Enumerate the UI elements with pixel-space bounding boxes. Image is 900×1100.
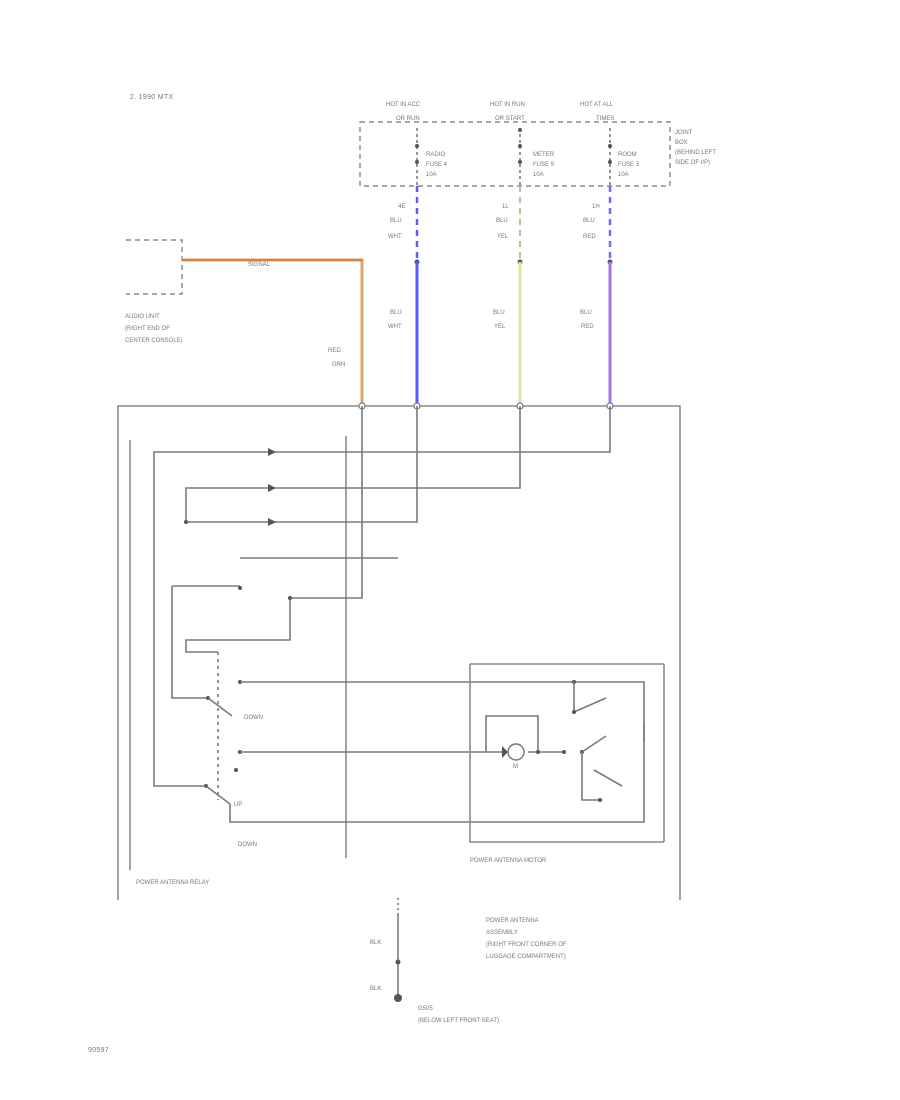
audio-unit-box: [126, 239, 183, 295]
svg-text:BLU: BLU: [390, 218, 402, 224]
switch-label-down-bottom: DOWN: [238, 842, 257, 848]
wire-label-top-1: BLU WHT: [388, 218, 402, 240]
svg-text:FUSE 9: FUSE 9: [533, 162, 555, 168]
svg-text:CENTER CONSOLE): CENTER CONSOLE): [125, 338, 183, 344]
svg-text:FUSE 4: FUSE 4: [426, 162, 448, 168]
svg-text:HOT AT ALL: HOT AT ALL: [580, 102, 614, 108]
svg-text:BLU: BLU: [583, 218, 595, 224]
assembly-label: POWER ANTENNA ASSEMBLY (RIGHT FRONT CORN…: [486, 918, 567, 960]
svg-text:WHT: WHT: [388, 324, 402, 330]
svg-text:BLU: BLU: [580, 310, 592, 316]
svg-text:RED: RED: [328, 348, 341, 354]
svg-text:RADIO: RADIO: [426, 152, 445, 158]
terminal-1h: 1H: [592, 204, 600, 210]
svg-text:JOINT: JOINT: [675, 130, 693, 136]
diagram-title: 2. 1990 MTX: [130, 94, 173, 101]
diagram-code: 90597: [88, 1047, 109, 1054]
wire-signal: [182, 258, 364, 405]
wire-label-bottom-2: BLU YEL: [493, 310, 506, 330]
svg-text:(BELOW LEFT FRONT SEAT): (BELOW LEFT FRONT SEAT): [418, 1018, 499, 1024]
svg-text:TIMES: TIMES: [596, 116, 614, 122]
ground-label: G505 (BELOW LEFT FRONT SEAT): [418, 1006, 499, 1024]
svg-text:RED: RED: [583, 234, 596, 240]
switch-label-down: DOWN: [244, 715, 263, 721]
wire-label-top-3: BLU RED: [583, 218, 596, 240]
svg-text:HOT IN ACC: HOT IN ACC: [386, 102, 421, 108]
switch-label-up: UP: [234, 802, 242, 808]
svg-text:(RIGHT END OF: (RIGHT END OF: [125, 326, 170, 332]
motor-internal: M: [485, 680, 645, 802]
svg-text:LUGGAGE COMPARTMENT): LUGGAGE COMPARTMENT): [486, 954, 566, 960]
relay-label: POWER ANTENNA RELAY: [136, 880, 209, 886]
svg-text:10A: 10A: [426, 172, 437, 178]
relay-internal-wiring: [153, 406, 645, 823]
svg-text:YEL: YEL: [494, 324, 506, 330]
svg-text:ROOM: ROOM: [618, 152, 637, 158]
svg-text:RED: RED: [581, 324, 594, 330]
fuse-room: ROOM FUSE 3 10A: [608, 128, 640, 186]
fuse-header-3: HOT AT ALL TIMES: [580, 102, 614, 122]
svg-text:10A: 10A: [533, 172, 544, 178]
fuse-block-label: JOINT BOX (BEHIND LEFT SIDE OF I/P): [675, 130, 716, 166]
svg-text:BOX: BOX: [675, 140, 688, 146]
svg-text:METER: METER: [533, 152, 555, 158]
antenna-assembly-box: [117, 405, 681, 900]
svg-text:(BEHIND LEFT: (BEHIND LEFT: [675, 150, 716, 156]
svg-text:GRN: GRN: [332, 362, 345, 368]
wire-label-top-2: BLU YEL: [496, 218, 509, 240]
wire-label-bottom-3: BLU RED: [580, 310, 594, 330]
svg-text:FUSE 3: FUSE 3: [618, 162, 640, 168]
terminal-1l: 1L: [502, 204, 509, 210]
fuse-header-2: HOT IN RUN OR START: [490, 102, 525, 122]
svg-text:YEL: YEL: [497, 234, 509, 240]
svg-text:BLU: BLU: [390, 310, 402, 316]
fuse-radio: RADIO FUSE 4 10A: [415, 128, 448, 186]
fuse-header-1: HOT IN ACC OR RUN: [386, 102, 421, 122]
red-grn-label: RED GRN: [328, 348, 345, 368]
svg-text:SIDE OF I/P): SIDE OF I/P): [675, 160, 710, 166]
motor-symbol: M: [513, 764, 518, 770]
ground-wire-label-1: BLK: [370, 940, 381, 946]
svg-text:G505: G505: [418, 1006, 433, 1012]
svg-text:OR START: OR START: [495, 116, 525, 122]
svg-text:WHT: WHT: [388, 234, 402, 240]
svg-text:BLU: BLU: [493, 310, 505, 316]
motor-label: POWER ANTENNA MOTOR: [470, 858, 547, 864]
svg-text:10A: 10A: [618, 172, 629, 178]
svg-text:(RIGHT FRONT CORNER OF: (RIGHT FRONT CORNER OF: [486, 942, 567, 948]
svg-text:AUDIO UNIT: AUDIO UNIT: [125, 314, 160, 320]
svg-text:OR RUN: OR RUN: [396, 116, 420, 122]
terminal-4e: 4E: [398, 204, 405, 210]
svg-text:ASSEMBLY: ASSEMBLY: [486, 930, 518, 936]
signal-label: SIGNAL: [248, 262, 271, 268]
svg-text:HOT IN RUN: HOT IN RUN: [490, 102, 525, 108]
motor-box: [469, 663, 665, 843]
fuse-meter: METER FUSE 9 10A: [518, 128, 555, 186]
svg-text:POWER ANTENNA: POWER ANTENNA: [486, 918, 539, 924]
svg-text:BLU: BLU: [496, 218, 508, 224]
audio-unit-label: AUDIO UNIT (RIGHT END OF CENTER CONSOLE): [125, 314, 183, 344]
ground-wire: [394, 898, 402, 1002]
fuse-block-box: [359, 121, 671, 187]
wire-label-bottom-1: BLU WHT: [388, 310, 402, 330]
ground-wire-label-2: BLK: [370, 986, 381, 992]
